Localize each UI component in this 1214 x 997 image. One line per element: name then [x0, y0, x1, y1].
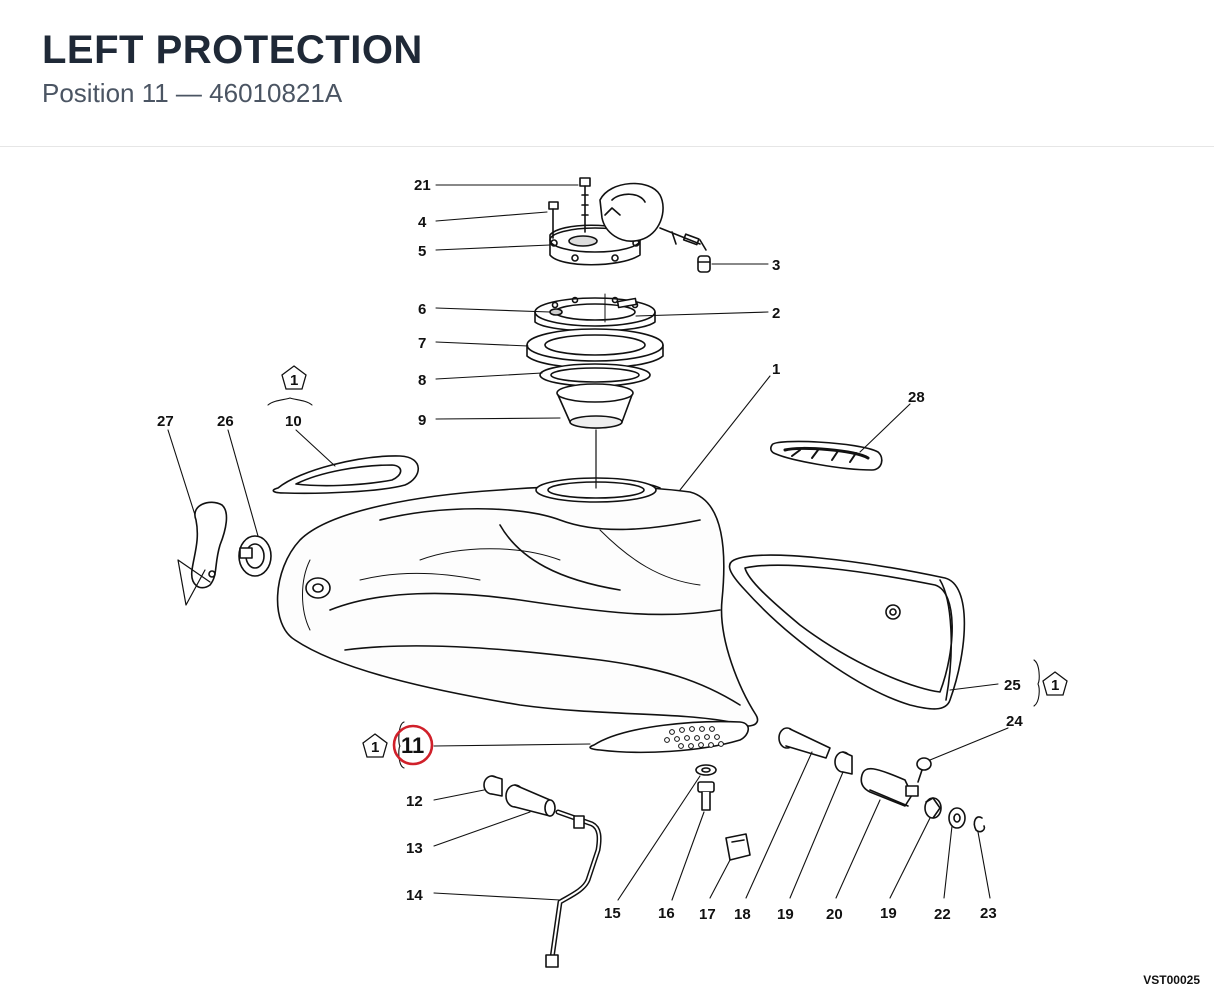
bushing-right[interactable] [924, 797, 942, 819]
callout-25[interactable]: 25 [1004, 677, 1021, 694]
tank-hook[interactable] [177, 501, 228, 606]
callout-24[interactable]: 24 [1006, 713, 1023, 730]
page-subtitle: Position 11 — 46010821A [42, 78, 343, 108]
pentagon-label-10: 1 [290, 372, 298, 389]
callout-9[interactable]: 9 [418, 412, 426, 429]
pentagon-label-25: 1 [1051, 677, 1059, 694]
callout-19b[interactable]: 19 [880, 905, 897, 922]
pentagon-label-11: 1 [371, 739, 379, 756]
spacer-bushing[interactable] [483, 775, 503, 797]
callout-8[interactable]: 8 [418, 372, 426, 389]
callout-23[interactable]: 23 [980, 905, 997, 922]
callout-7[interactable]: 7 [418, 335, 426, 352]
left-protection-guard[interactable] [589, 720, 750, 754]
clip-nut[interactable] [725, 833, 751, 861]
drawing-code: VST00025 [1143, 973, 1200, 987]
callout-26[interactable]: 26 [217, 413, 234, 430]
callout-15[interactable]: 15 [604, 905, 621, 922]
callout-3[interactable]: 3 [772, 257, 780, 274]
circlip[interactable] [973, 816, 986, 833]
rubber-grommet[interactable] [238, 535, 272, 577]
page-title: LEFT PROTECTION [42, 28, 423, 72]
hinge-body[interactable] [860, 767, 919, 807]
cap-ring[interactable] [534, 293, 656, 332]
pentagon-mark-10 [281, 365, 307, 390]
long-bolt[interactable] [778, 727, 831, 759]
washer[interactable] [695, 764, 717, 776]
right-side-panel[interactable] [728, 554, 966, 710]
callout-4[interactable]: 4 [418, 214, 427, 231]
screw[interactable] [697, 781, 715, 811]
filler-neck[interactable] [556, 383, 634, 489]
callout-22[interactable]: 22 [934, 906, 951, 923]
small-screw[interactable] [916, 757, 932, 783]
callout-14[interactable]: 14 [406, 887, 423, 904]
callout-28[interactable]: 28 [908, 389, 925, 406]
header: LEFT PROTECTION Position 11 — 46010821A [0, 0, 1214, 147]
highlight-ring [392, 724, 434, 766]
support-rod[interactable] [545, 809, 602, 968]
decal-badge[interactable] [770, 440, 883, 471]
callout-19a[interactable]: 19 [777, 906, 794, 923]
bushing-left[interactable] [834, 751, 853, 775]
callout-16[interactable]: 16 [658, 905, 675, 922]
callout-2[interactable]: 2 [772, 305, 780, 322]
mount-bolt-sleeve[interactable] [505, 784, 556, 817]
left-cover-panel[interactable] [272, 455, 419, 495]
callout-11[interactable]: 11 [401, 733, 424, 758]
fuel-cap-assembly[interactable] [548, 177, 711, 273]
filler-flange[interactable] [526, 328, 664, 369]
callout-13[interactable]: 13 [406, 840, 423, 857]
callout-12[interactable]: 12 [406, 793, 423, 810]
callout-1[interactable]: 1 [772, 361, 780, 378]
callout-27[interactable]: 27 [157, 413, 174, 430]
washer-small[interactable] [948, 807, 966, 829]
callout-10[interactable]: 10 [285, 413, 302, 430]
callout-21[interactable]: 21 [414, 177, 431, 194]
callout-20[interactable]: 20 [826, 906, 843, 923]
pentagon-mark-11 [362, 733, 388, 758]
callout-18[interactable]: 18 [734, 906, 751, 923]
filler-gasket[interactable] [539, 363, 651, 387]
callout-6[interactable]: 6 [418, 301, 426, 318]
fuel-tank[interactable] [276, 477, 759, 727]
pentagon-mark-25 [1042, 671, 1068, 696]
callout-5[interactable]: 5 [418, 243, 426, 260]
callout-17[interactable]: 17 [699, 906, 716, 923]
